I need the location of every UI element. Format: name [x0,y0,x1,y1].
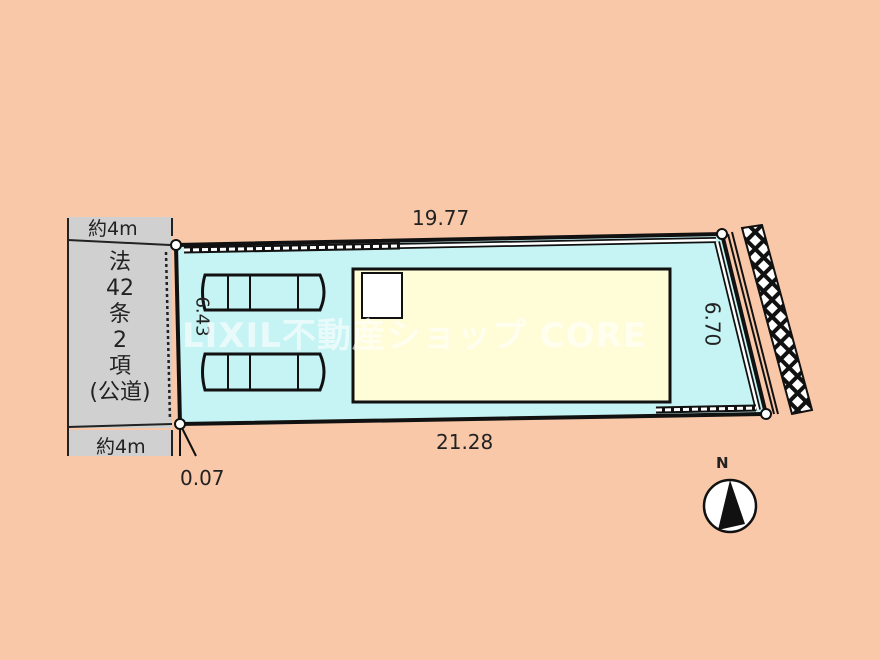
corner-marker [174,418,186,430]
road-label-line: 2 [113,328,127,353]
north-compass-icon [702,478,758,534]
road-width-bottom: 約4m [96,436,146,458]
corner-marker [760,408,772,420]
watermark: LIXIL不動産ショップ CORE [182,316,647,356]
compass-label: N [716,454,729,472]
building-entry [361,272,403,319]
dimension-north: 19.77 [412,206,470,230]
car-icon [201,273,326,312]
road-label-line: 条 [108,302,131,327]
road-width-arrow-bottom [67,423,173,428]
road-label-line: 項 [108,354,131,379]
road-label-line: 42 [106,276,134,301]
dimension-east: 6.70 [700,301,725,347]
road-label-line: 法 [108,250,131,275]
dimension-setback: 0.07 [180,466,225,490]
road-width-top: 約4m [88,218,138,240]
road-label-line: (公道) [89,380,151,405]
car-icon [201,352,326,392]
road-boundary-dotted [164,251,172,421]
building [351,267,672,404]
neighbor-fence [740,223,814,416]
road-width-arrow-top [67,239,171,246]
corner-marker [716,228,728,240]
road-label: 法 42 条 2 項 (公道) [78,250,162,406]
dimension-south: 21.28 [436,430,494,454]
road-area [68,236,172,428]
corner-marker [170,239,182,251]
